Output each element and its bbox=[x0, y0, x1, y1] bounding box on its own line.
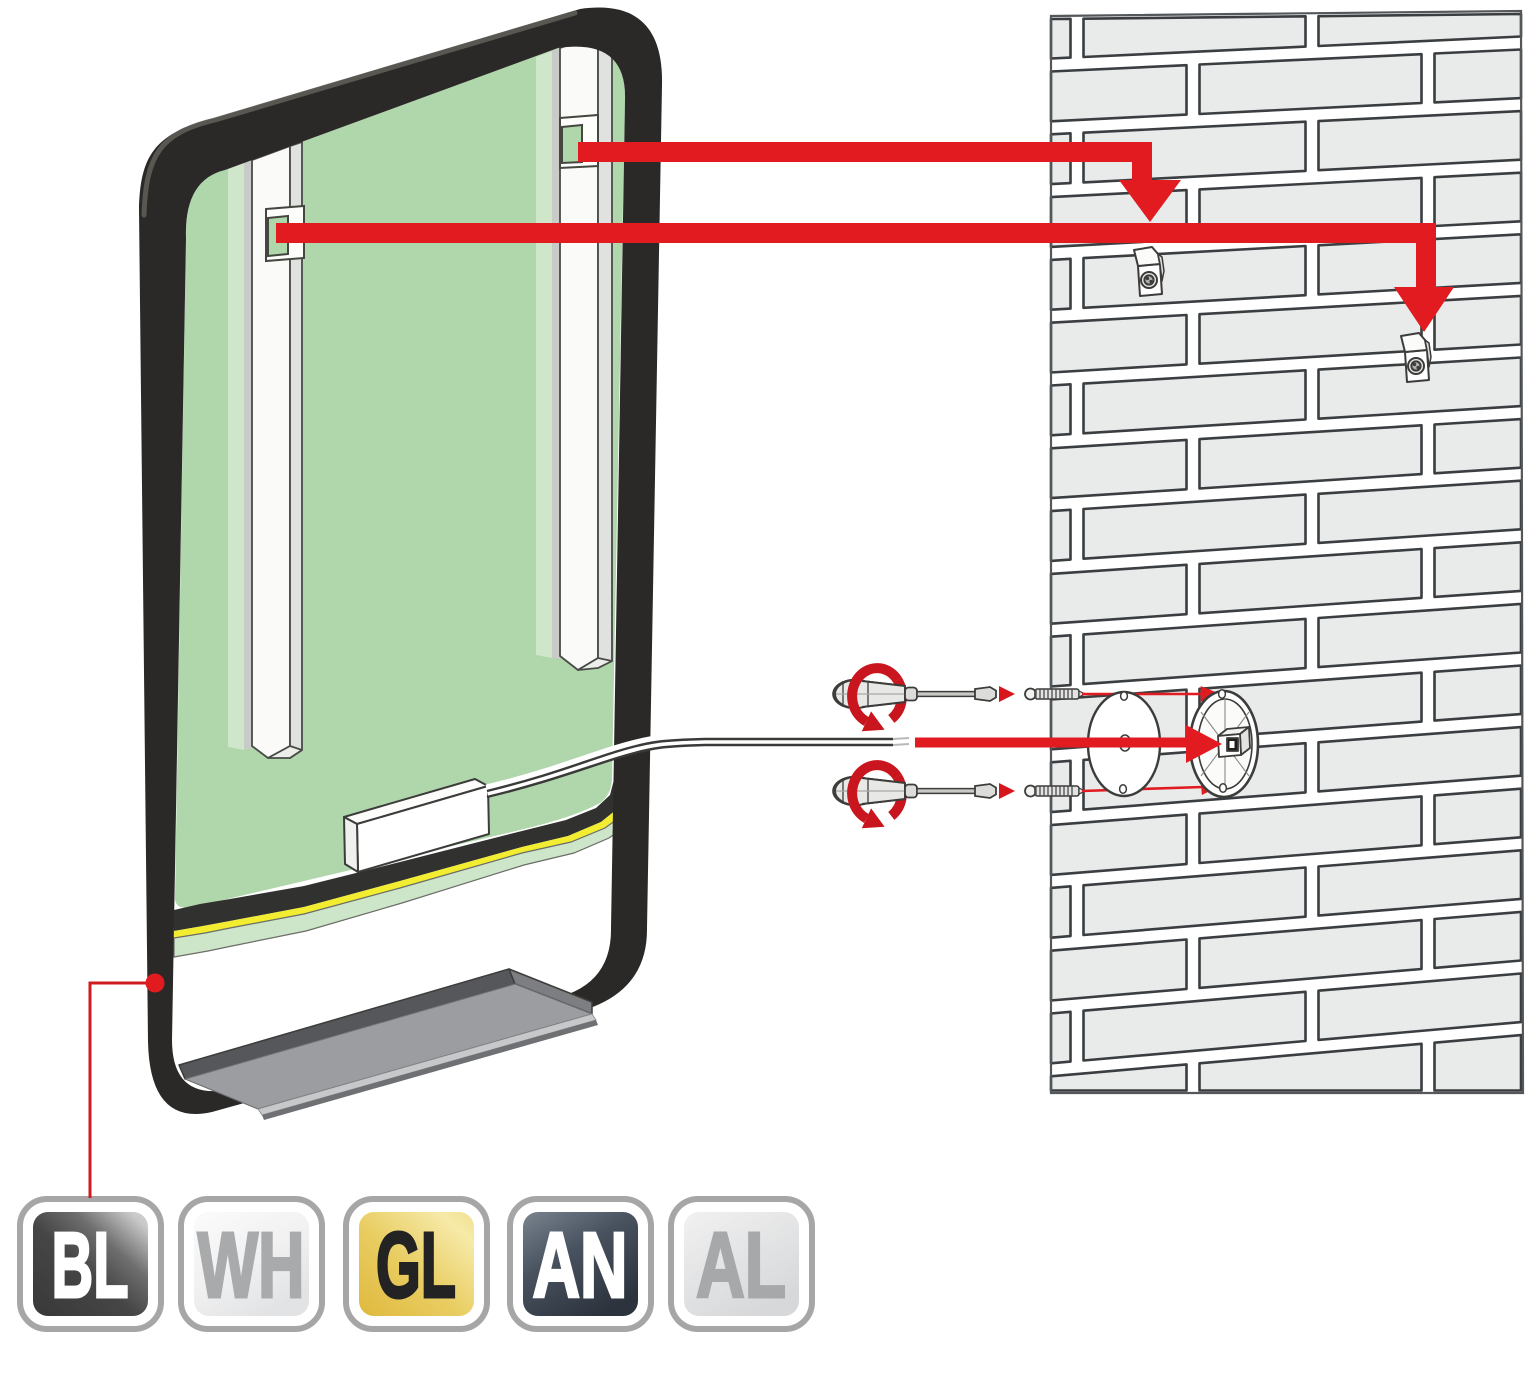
svg-text:WH: WH bbox=[198, 1213, 305, 1317]
svg-text:AN: AN bbox=[533, 1213, 628, 1317]
svg-text:BL: BL bbox=[52, 1213, 129, 1317]
svg-text:AL: AL bbox=[696, 1213, 786, 1317]
svg-text:GL: GL bbox=[376, 1213, 456, 1317]
